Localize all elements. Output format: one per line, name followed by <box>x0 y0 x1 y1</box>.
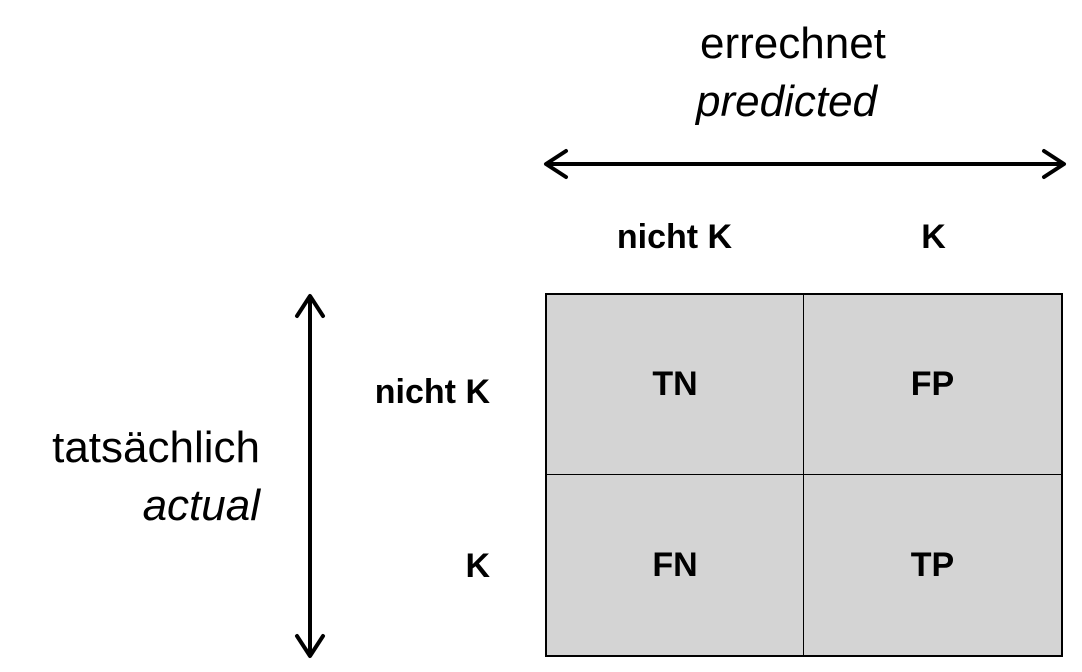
predicted-axis-title: errechnet <box>700 19 886 68</box>
actual-axis-title: tatsächlich <box>52 423 260 472</box>
column-label-k: K <box>921 218 946 256</box>
column-label-nicht-k: nicht K <box>616 218 733 256</box>
vertical-double-arrow <box>295 294 325 658</box>
cell-false-negative: FN <box>547 475 804 655</box>
actual-axis-subtitle: actual <box>142 481 260 530</box>
confusion-matrix: TN FP FN TP <box>545 293 1063 657</box>
predicted-axis-subtitle: predicted <box>696 77 878 126</box>
horizontal-double-arrow <box>544 149 1066 179</box>
cell-true-negative: TN <box>547 295 804 475</box>
row-label-nicht-k: nicht K <box>374 373 490 411</box>
row-label-k: K <box>465 547 490 585</box>
cell-false-positive: FP <box>804 295 1061 475</box>
cell-true-positive: TP <box>804 475 1061 655</box>
